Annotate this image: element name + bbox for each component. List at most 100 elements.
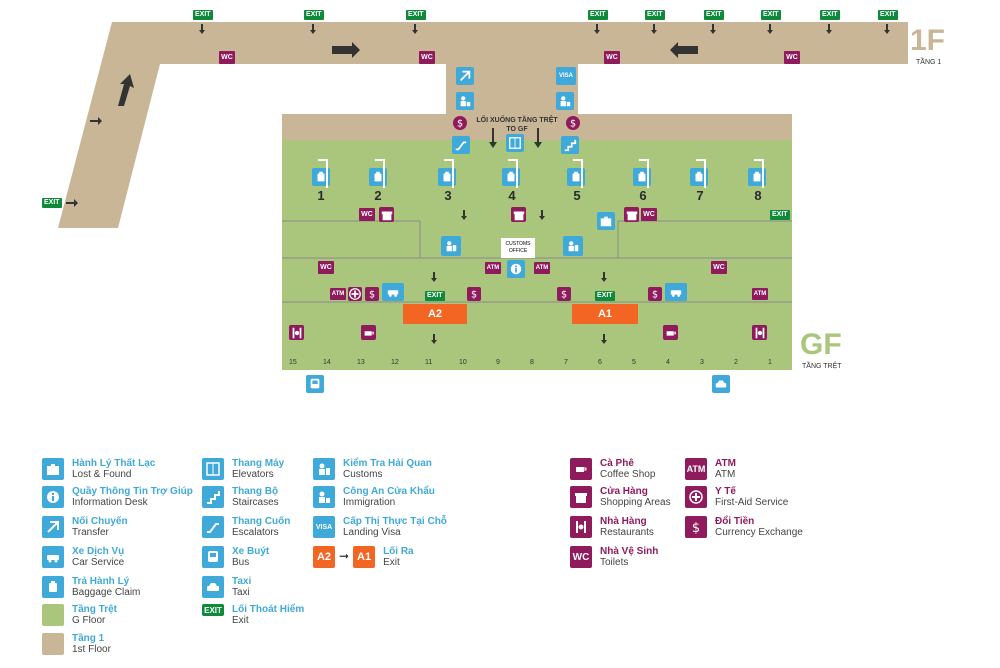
currency-exchange-icon: $	[467, 287, 481, 301]
legend-en: Toilets	[600, 557, 629, 568]
wc-sign: WC	[359, 208, 375, 221]
wc-sign: WC	[419, 51, 435, 64]
belt-number: 4	[508, 188, 516, 203]
lost-found-icon	[597, 212, 615, 230]
baggage-belt-icon	[633, 168, 651, 186]
exit-sign: EXIT	[588, 10, 608, 20]
legend-en: Shopping Areas	[600, 497, 671, 508]
staircase-icon	[202, 486, 224, 508]
arrow-right-icon: ➞	[339, 549, 350, 563]
legend-vi: Thang Máy	[232, 458, 285, 469]
car-service-icon	[382, 283, 404, 301]
ground-floor-swatch	[42, 604, 64, 626]
legend-en: Escalators	[232, 527, 279, 538]
gate-number: 4	[666, 359, 670, 366]
elevator-icon	[202, 458, 224, 480]
legend-vi: Y Tế	[715, 486, 736, 497]
shopping-icon	[570, 486, 592, 508]
emergency-exit-sign: EXIT	[202, 604, 224, 616]
gate-number: 2	[734, 359, 738, 366]
shopping-icon	[624, 207, 639, 222]
currency-exchange-icon: $	[365, 287, 379, 301]
exit-a2-swatch: A2	[313, 546, 335, 568]
legend-vi: ATM	[715, 458, 736, 469]
escalator-icon	[202, 516, 224, 538]
legend-vi: Đổi Tiền	[715, 516, 755, 527]
staircase-icon	[561, 136, 579, 154]
gate-number: 8	[530, 359, 534, 366]
wc-sign: WC	[641, 208, 657, 221]
gate-number: 6	[598, 359, 602, 366]
baggage-belt-icon	[438, 168, 456, 186]
belt-number: 2	[374, 188, 382, 203]
svg-text:$: $	[369, 290, 375, 301]
coffee-icon	[663, 325, 678, 340]
atm-icon: ATM	[685, 458, 707, 480]
legend-vi: Taxi	[232, 576, 252, 587]
legend-vi: Cửa Hàng	[600, 486, 648, 497]
immigration-icon	[456, 92, 474, 110]
gate-number: 14	[323, 359, 331, 366]
legend-en: Customs	[343, 469, 383, 480]
svg-text:$: $	[561, 290, 567, 301]
currency-exchange-icon: $	[566, 116, 580, 130]
exit-sign: EXIT	[42, 198, 62, 208]
legend-vi: Tầng 1	[72, 633, 105, 644]
belt-number: 8	[754, 188, 762, 203]
wc-sign: WC	[219, 51, 235, 64]
legend-en: Transfer	[72, 527, 109, 538]
legend-en: G Floor	[72, 615, 106, 626]
customs-icon	[563, 236, 583, 256]
terminal-map: 1F TẦNG 1 GF TẦNG TRỆT EXIT EXIT EXIT EX…	[42, 10, 945, 393]
exit-sign: EXIT	[425, 291, 445, 301]
gate-number: 7	[564, 359, 568, 366]
exit-sign: EXIT	[878, 10, 898, 20]
escalator-icon	[452, 136, 470, 154]
legend-en: First-Aid Service	[715, 497, 789, 508]
legend-vi: Lối Ra	[383, 546, 414, 557]
gate-number: 13	[357, 359, 365, 366]
belt-number: 3	[444, 188, 452, 203]
exit-sign: EXIT	[761, 10, 781, 20]
belt-number: 5	[573, 188, 581, 203]
customs-icon	[441, 236, 461, 256]
exit-a1-swatch: A1	[353, 546, 376, 568]
exit-sign: EXIT	[770, 210, 790, 220]
transfer-icon	[42, 516, 64, 538]
atm-sign: ATM	[330, 288, 346, 300]
exit-a1[interactable]: A1	[572, 304, 638, 324]
baggage-belt-icon	[369, 168, 387, 186]
legend-en: Elevators	[232, 469, 274, 480]
legend-vi: Xe Buýt	[232, 546, 270, 557]
exit-a2[interactable]: A2	[403, 304, 467, 324]
legend-en: Staircases	[232, 497, 279, 508]
currency-exchange-icon: $	[453, 116, 467, 130]
visa-sign: VISA	[556, 67, 576, 85]
legend-vi: Nối Chuyến	[72, 516, 128, 527]
legend-vi: Kiểm Tra Hải Quan	[343, 458, 432, 469]
gate-number: 1	[768, 359, 772, 366]
exit-sign: EXIT	[304, 10, 324, 20]
restaurant-icon	[752, 325, 767, 340]
car-service-icon	[42, 546, 64, 568]
exit-sign: EXIT	[193, 10, 213, 20]
wc-icon: WC	[570, 546, 592, 568]
atm-sign: ATM	[752, 288, 768, 300]
currency-exchange-icon: $	[685, 516, 707, 538]
coffee-icon	[570, 458, 592, 480]
svg-text:$: $	[457, 119, 463, 130]
legend-en: Immigration	[343, 497, 396, 508]
taxi-icon	[712, 375, 730, 393]
immigration-icon	[313, 486, 335, 508]
